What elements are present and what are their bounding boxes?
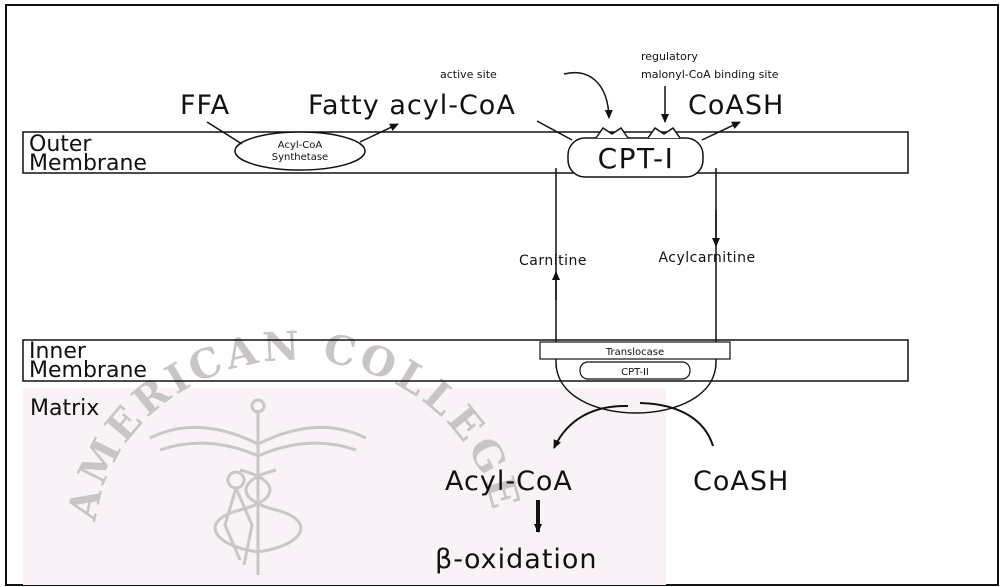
synthetase-to-acyl-coa-arrow: [359, 123, 399, 143]
matrix-region: [23, 388, 666, 585]
acyl-coa-bottom-label: Acyl-CoA: [445, 466, 573, 497]
cpt1-active-site-notch: [595, 126, 629, 139]
regulatory-label-line1: regulatory: [641, 50, 698, 63]
ffa-label: FFA: [180, 90, 230, 121]
fatty-acyl-coa-label: Fatty acyl-CoA: [308, 90, 516, 121]
acyl-coa-synthetase-ellipse: [234, 131, 366, 171]
caduceus-emblem: [149, 398, 367, 575]
cpt2-label: CPT-II: [621, 367, 649, 378]
cpt1-regulatory-site-notch: [647, 126, 681, 139]
outer-membrane-label-line2: Membrane: [29, 151, 147, 176]
carnitine-shuttle-loop: [555, 168, 717, 414]
beta-oxidation-label: β-oxidation: [435, 544, 598, 575]
acylcarnitine-label: Acylcarnitine: [658, 250, 755, 266]
inner-membrane-label-line1: Inner: [29, 339, 87, 364]
translocase-label: Translocase: [605, 347, 664, 358]
outer-membrane-label-line1: Outer: [29, 132, 92, 157]
cpt1-enzyme: [567, 137, 704, 178]
inner-membrane-label-line2: Membrane: [29, 358, 147, 383]
regulatory-label-line2: malonyl-CoA binding site: [641, 68, 779, 81]
coash-top-label: CoASH: [688, 90, 784, 121]
acyl-coa-to-cpt1-line: [536, 120, 573, 141]
active-site-arrow: [563, 72, 613, 119]
matrix-label: Matrix: [30, 396, 99, 421]
cpt1-label: CPT-I: [598, 142, 675, 175]
synthetase-label-line2: Synthetase: [272, 152, 328, 163]
coash-bottom-label: CoASH: [693, 466, 789, 497]
cpt2-enzyme: [579, 361, 691, 380]
synthetase-label-line1: Acyl-CoA: [278, 140, 323, 151]
coash-line: [639, 402, 714, 447]
carnitine-label: Carnitine: [519, 253, 587, 269]
to-acyl-coa-arrow: [553, 404, 629, 449]
outer-membrane: [22, 131, 909, 174]
ffa-to-synthetase-line: [206, 121, 243, 145]
inner-membrane: [22, 339, 909, 382]
cpt1-to-coash-arrow: [701, 121, 741, 141]
translocase-box: [539, 341, 731, 360]
active-site-label: active site: [440, 68, 497, 81]
